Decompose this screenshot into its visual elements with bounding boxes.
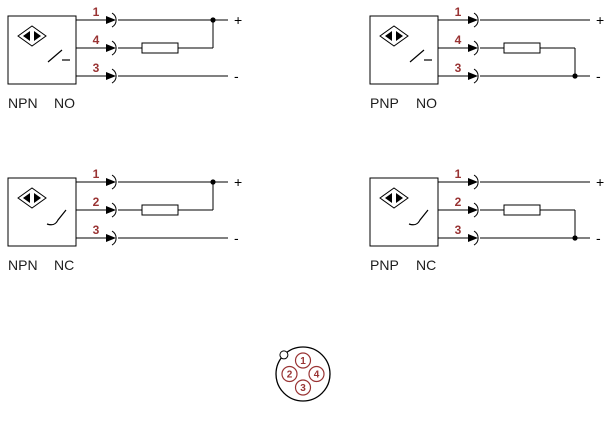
sensor-arrow-right-icon: [34, 31, 41, 41]
circuit-pnp-nc: 1 2 3 + - PNP NC: [369, 167, 604, 273]
connector-plug-icon: [468, 44, 478, 52]
connector-pinout: 12 43: [275, 346, 331, 402]
pin-number: 4: [93, 33, 100, 47]
proximity-sensor-icon: [379, 25, 409, 47]
connector-plug-icon: [106, 206, 116, 214]
sensor-arrow-left-icon: [23, 193, 30, 203]
connector-plug-icon: [468, 16, 478, 24]
connector-pin-circle: [281, 365, 298, 383]
pin-number: 1: [93, 167, 100, 181]
connector-socket-icon: [111, 174, 117, 190]
polarity-minus: -: [596, 68, 601, 84]
connector-pin-circle: [294, 352, 312, 369]
connector-outline: [275, 346, 331, 402]
proximity-sensor-icon: [17, 25, 47, 47]
junction-dot: [210, 179, 216, 185]
pin-number: 4: [455, 33, 462, 47]
connector-pin-number: 3: [300, 383, 306, 394]
connector-pin-number: 4: [314, 370, 320, 381]
pin-number: 3: [455, 61, 462, 75]
connector-socket-icon: [111, 12, 117, 28]
connector-plug-icon: [106, 234, 116, 242]
circuit-type-label: PNP: [370, 257, 399, 273]
polarity-minus: -: [234, 230, 239, 246]
connector-pin-number: 1: [300, 356, 306, 367]
switch-no-icon: [47, 49, 63, 63]
circuit-mode-label: NC: [54, 257, 74, 273]
connector-plug-icon: [106, 178, 116, 186]
polarity-plus: +: [596, 12, 604, 28]
connector-socket-icon: [473, 174, 479, 190]
pin-number: 1: [455, 5, 462, 19]
sensor-arrow-right-icon: [396, 193, 403, 203]
circuit-npn-no: 1 4 3 + - NPN NO: [7, 5, 242, 111]
proximity-sensor-icon: [379, 187, 409, 209]
sensor-body: [369, 177, 439, 247]
connector-pin-number: 2: [287, 370, 293, 381]
pin-number: 3: [93, 61, 100, 75]
connector-plug-icon: [468, 206, 478, 214]
circuit-mode-label: NO: [416, 95, 437, 111]
connector-plug-icon: [468, 178, 478, 186]
load-resistor-icon: [503, 204, 541, 216]
connector-socket-icon: [111, 40, 117, 56]
circuit-npn-nc: 1 2 3 + - NPN NC: [7, 167, 242, 273]
circuit-mode-label: NO: [54, 95, 75, 111]
sensor-body: [369, 15, 439, 85]
junction-dot: [210, 17, 216, 23]
polarity-plus: +: [596, 174, 604, 190]
pin-number: 1: [93, 5, 100, 19]
connector-socket-icon: [473, 230, 479, 246]
pin-number: 3: [455, 223, 462, 237]
proximity-sensor-icon: [17, 187, 47, 209]
connector-plug-icon: [106, 44, 116, 52]
junction-dot: [572, 73, 578, 79]
sensor-body: [7, 15, 77, 85]
connector-socket-icon: [473, 12, 479, 28]
sensor-arrow-left-icon: [385, 193, 392, 203]
polarity-plus: +: [234, 174, 242, 190]
connector-plug-icon: [106, 16, 116, 24]
switch-nc-icon: [46, 209, 67, 226]
connector-socket-icon: [111, 202, 117, 218]
connector-socket-icon: [473, 68, 479, 84]
connector-plug-icon: [468, 72, 478, 80]
pin-number: 2: [93, 195, 100, 209]
sensor-arrow-right-icon: [34, 193, 41, 203]
connector-pin-circle: [308, 365, 325, 383]
load-resistor-icon: [503, 42, 541, 54]
sensor-arrow-left-icon: [385, 31, 392, 41]
polarity-minus: -: [596, 230, 601, 246]
pin-number: 1: [455, 167, 462, 181]
pin-number: 2: [455, 195, 462, 209]
circuit-type-label: NPN: [8, 95, 38, 111]
connector-plug-icon: [106, 72, 116, 80]
switch-no-icon: [409, 49, 425, 63]
switch-nc-icon: [408, 209, 429, 226]
load-resistor-icon: [141, 42, 179, 54]
connector-plug-icon: [468, 234, 478, 242]
circuit-type-label: NPN: [8, 257, 38, 273]
circuit-type-label: PNP: [370, 95, 399, 111]
junction-dot: [572, 235, 578, 241]
circuit-pnp-no: 1 4 3 + - PNP NO: [369, 5, 604, 111]
connector-socket-icon: [473, 40, 479, 56]
circuit-mode-label: NC: [416, 257, 436, 273]
pin-number: 3: [93, 223, 100, 237]
load-resistor-icon: [141, 204, 179, 216]
polarity-minus: -: [234, 68, 239, 84]
connector-socket-icon: [111, 68, 117, 84]
connector-socket-icon: [473, 202, 479, 218]
sensor-body: [7, 177, 77, 247]
polarity-plus: +: [234, 12, 242, 28]
sensor-arrow-right-icon: [396, 31, 403, 41]
connector-notch-icon: [279, 350, 289, 360]
connector-socket-icon: [111, 230, 117, 246]
sensor-arrow-left-icon: [23, 31, 30, 41]
connector-pin-circle: [294, 379, 312, 396]
